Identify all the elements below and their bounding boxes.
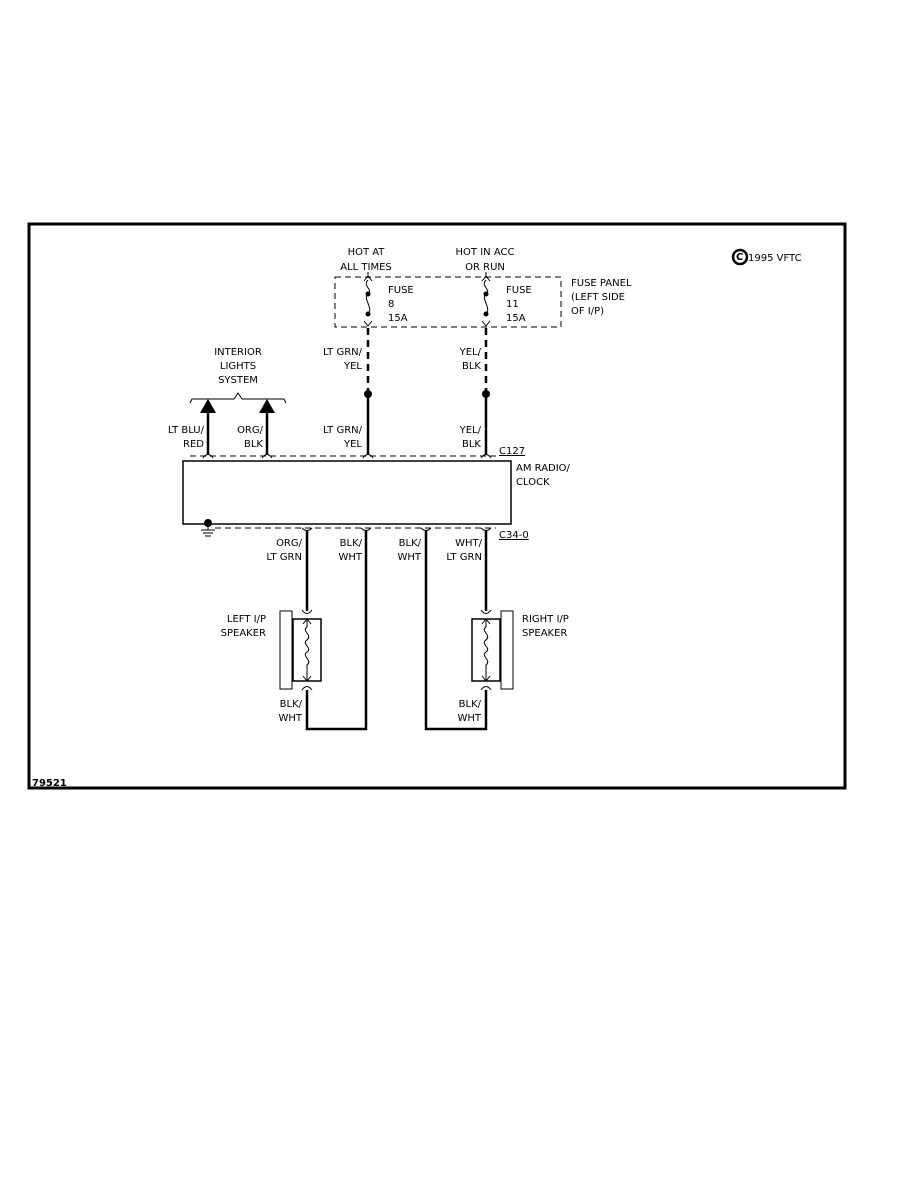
fuse-8-wire bbox=[362, 328, 374, 459]
svg-text:WHT: WHT bbox=[397, 552, 421, 563]
left-speaker-label: LEFT I/P SPEAKER bbox=[221, 614, 266, 639]
connector-c34-label: C34-0 bbox=[499, 530, 529, 541]
svg-text:CLOCK: CLOCK bbox=[516, 477, 550, 488]
svg-text:AM RADIO/: AM RADIO/ bbox=[516, 463, 571, 474]
svg-text:ORG/: ORG/ bbox=[237, 425, 264, 436]
svg-text:RIGHT I/P: RIGHT I/P bbox=[522, 614, 569, 625]
wire-label-wht-lt-grn: WHT/ LT GRN bbox=[446, 538, 482, 563]
svg-text:FUSE PANEL: FUSE PANEL bbox=[571, 278, 632, 289]
fuse-11-symbol bbox=[481, 272, 491, 327]
svg-text:YEL: YEL bbox=[343, 439, 362, 450]
svg-text:(LEFT SIDE: (LEFT SIDE bbox=[571, 292, 625, 303]
fuse-panel-label: FUSE PANEL (LEFT SIDE OF I/P) bbox=[571, 278, 632, 317]
wire-label-org-blk: ORG/ BLK bbox=[237, 425, 264, 450]
svg-text:BLK/: BLK/ bbox=[340, 538, 363, 549]
svg-text:SYSTEM: SYSTEM bbox=[218, 375, 258, 386]
ground-icon bbox=[201, 519, 215, 537]
svg-text:8: 8 bbox=[388, 299, 394, 310]
speaker-wire-blk-wht-left bbox=[305, 527, 372, 731]
am-radio-clock-box bbox=[182, 460, 512, 525]
figure-number: 79521 bbox=[32, 778, 67, 789]
svg-text:YEL/: YEL/ bbox=[459, 425, 482, 436]
interior-lights-label: INTERIOR LIGHTS SYSTEM bbox=[214, 347, 262, 386]
speaker-wire-blk-wht-right bbox=[420, 527, 488, 731]
fuse-11-label: FUSE 11 15A bbox=[506, 285, 532, 324]
svg-text:SPEAKER: SPEAKER bbox=[221, 628, 266, 639]
fuse-panel-box bbox=[334, 276, 562, 328]
speaker-wire-wht-lt-grn bbox=[480, 527, 492, 611]
svg-text:LEFT I/P: LEFT I/P bbox=[227, 614, 266, 625]
wire-label-yel-blk-upper: YEL/ BLK bbox=[459, 347, 482, 372]
fuse-b-power-label: HOT IN ACC OR RUN bbox=[456, 247, 515, 273]
right-speaker-icon bbox=[471, 609, 514, 691]
svg-text:WHT/: WHT/ bbox=[455, 538, 483, 549]
svg-text:15A: 15A bbox=[506, 313, 526, 324]
svg-text:FUSE: FUSE bbox=[506, 285, 532, 296]
copyright-mark: C 1995 VFTC bbox=[731, 248, 802, 266]
svg-text:SPEAKER: SPEAKER bbox=[522, 628, 567, 639]
wire-label-lt-blu-red: LT BLU/ RED bbox=[168, 425, 205, 450]
svg-text:BLK: BLK bbox=[244, 439, 263, 450]
svg-text:LT GRN: LT GRN bbox=[446, 552, 482, 563]
svg-text:BLK: BLK bbox=[462, 361, 481, 372]
svg-text:OR RUN: OR RUN bbox=[465, 262, 505, 273]
wire-label-yel-blk-lower: YEL/ BLK bbox=[459, 425, 482, 450]
right-speaker-label: RIGHT I/P SPEAKER bbox=[522, 614, 569, 639]
svg-text:YEL/: YEL/ bbox=[459, 347, 482, 358]
svg-text:11: 11 bbox=[506, 299, 519, 310]
svg-text:15A: 15A bbox=[388, 313, 408, 324]
connector-c127-label: C127 bbox=[499, 446, 525, 457]
left-speaker-icon bbox=[279, 609, 322, 691]
svg-text:OF I/P): OF I/P) bbox=[571, 306, 604, 317]
wire-label-lt-grn-yel-lower: LT GRN/ YEL bbox=[323, 425, 363, 450]
svg-text:BLK/: BLK/ bbox=[399, 538, 422, 549]
fuse-a-power-label: HOT AT ALL TIMES bbox=[340, 247, 392, 273]
svg-text:HOT AT: HOT AT bbox=[348, 247, 386, 258]
svg-text:WHT: WHT bbox=[457, 713, 481, 724]
svg-text:FUSE: FUSE bbox=[388, 285, 414, 296]
wire-label-left-speaker-ground: BLK/ WHT bbox=[278, 699, 302, 724]
interior-lights-brace bbox=[189, 392, 287, 404]
svg-text:RED: RED bbox=[183, 439, 204, 450]
wire-label-blk-wht-2: BLK/ WHT bbox=[397, 538, 421, 563]
svg-text:BLK: BLK bbox=[462, 439, 481, 450]
svg-text:LT GRN/: LT GRN/ bbox=[323, 425, 363, 436]
svg-text:C: C bbox=[736, 252, 743, 263]
wire-label-lt-grn-yel-upper: LT GRN/ YEL bbox=[323, 347, 363, 372]
org-blk-arrow bbox=[259, 399, 275, 459]
svg-text:LT BLU/: LT BLU/ bbox=[168, 425, 205, 436]
diagram-frame bbox=[27, 222, 847, 790]
svg-text:INTERIOR: INTERIOR bbox=[214, 347, 262, 358]
fuse-11-wire bbox=[480, 328, 492, 459]
fuse-8-label: FUSE 8 15A bbox=[388, 285, 414, 324]
svg-text:YEL: YEL bbox=[343, 361, 362, 372]
am-radio-clock-label: AM RADIO/ CLOCK bbox=[516, 463, 571, 488]
wire-label-blk-wht-1: BLK/ WHT bbox=[338, 538, 362, 563]
svg-text:WHT: WHT bbox=[278, 713, 302, 724]
svg-text:WHT: WHT bbox=[338, 552, 362, 563]
wire-label-right-speaker-ground: BLK/ WHT bbox=[457, 699, 481, 724]
svg-text:LIGHTS: LIGHTS bbox=[220, 361, 256, 372]
speaker-wire-org-lt-grn bbox=[301, 527, 313, 611]
fuse-8-symbol bbox=[363, 272, 373, 327]
svg-text:ALL TIMES: ALL TIMES bbox=[340, 262, 392, 273]
copyright-text: 1995 VFTC bbox=[748, 253, 802, 264]
svg-text:HOT IN ACC: HOT IN ACC bbox=[456, 247, 515, 258]
svg-text:BLK/: BLK/ bbox=[459, 699, 482, 710]
svg-text:BLK/: BLK/ bbox=[280, 699, 303, 710]
wire-label-org-lt-grn: ORG/ LT GRN bbox=[266, 538, 302, 563]
lt-blu-red-arrow bbox=[200, 399, 216, 459]
svg-text:LT GRN/: LT GRN/ bbox=[323, 347, 363, 358]
svg-text:ORG/: ORG/ bbox=[276, 538, 303, 549]
svg-text:LT GRN: LT GRN bbox=[266, 552, 302, 563]
